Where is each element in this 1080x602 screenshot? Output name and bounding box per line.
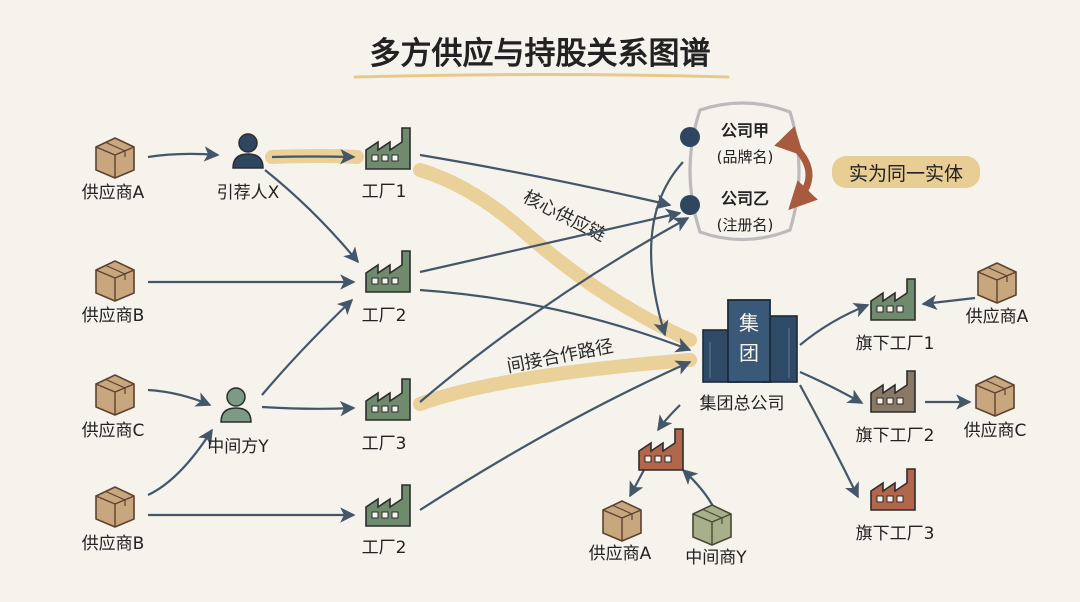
sub-factory-node (870, 370, 916, 413)
factory-label: 工厂1 (362, 182, 407, 202)
supplier-label: 供应商B (82, 534, 145, 554)
bottom-supplier-node (602, 500, 642, 542)
factory-icon (870, 370, 916, 413)
hq-label: 集团总公司 (700, 394, 785, 414)
same-entity-group: 公司甲 (品牌名) 公司乙 (注册名) 实为同一实体 (680, 101, 980, 242)
company-a-note: (品牌名) (717, 148, 774, 166)
bottom-supplier-label: 供应商A (589, 544, 652, 564)
person-icon (232, 133, 264, 169)
supplier-label: 供应商A (82, 183, 145, 203)
box-icon (95, 137, 135, 179)
bottom-middleman-label: 中间商Y (685, 548, 747, 568)
factory-label: 工厂2 (362, 538, 407, 558)
intermediary-node (220, 387, 252, 423)
sub-supplier-node (977, 262, 1017, 304)
company-b-note: (注册名) (717, 216, 774, 234)
factory-node (365, 250, 411, 293)
sub-factory-label: 旗下工厂2 (856, 426, 935, 446)
factory-icon (870, 468, 916, 511)
left-suppliers: 供应商A 供应商B 供应商C 供应商B (82, 137, 145, 554)
supplier-label: 供应商C (82, 421, 145, 441)
factory-node (365, 378, 411, 421)
box-icon (975, 375, 1015, 417)
left-factories: 工厂1 工厂2 工厂3 工厂2 (362, 127, 411, 558)
sub-factory-node (870, 278, 916, 321)
sub-supplier-label: 供应商C (964, 421, 1027, 441)
box-icon (95, 486, 135, 528)
factory-icon (365, 250, 411, 293)
sub-factory-label: 旗下工厂1 (856, 334, 935, 354)
sub-supplier-label: 供应商A (966, 307, 1029, 327)
page-title: 多方供应与持股关系图谱 (370, 36, 711, 72)
box-icon (602, 500, 642, 542)
building-char: 集 (739, 311, 759, 335)
factory-icon (365, 484, 411, 527)
core-chain-highlight (265, 149, 697, 347)
swap-arrow (774, 126, 818, 211)
sub-factory-label: 旗下工厂3 (856, 524, 935, 544)
company-a-dot (680, 127, 700, 147)
factory-node (365, 484, 411, 527)
sub-factory-node (870, 468, 916, 511)
referrer-label: 引荐人X (217, 183, 280, 203)
intermediary-label: 中间方Y (207, 437, 269, 457)
supplier-node (95, 374, 135, 416)
box-icon (977, 262, 1017, 304)
bottom-middleman-node (692, 504, 732, 546)
company-a-name: 公司甲 (721, 121, 769, 140)
same-entity-label: 实为同一实体 (849, 163, 963, 185)
factory-icon (870, 278, 916, 321)
factory-icon (365, 127, 411, 170)
supplier-label: 供应商B (82, 306, 145, 326)
person-icon (220, 387, 252, 423)
entity-ring (688, 101, 801, 242)
supplier-node (95, 137, 135, 179)
factory-icon (638, 428, 684, 471)
building-char: 团 (739, 341, 759, 365)
referrer-node (232, 133, 264, 169)
sub-supplier-node (975, 375, 1015, 417)
group-hq-building: 集 团 (702, 299, 798, 383)
bottom-factory-node (638, 428, 684, 471)
supplier-node (95, 486, 135, 528)
box-icon (692, 504, 732, 546)
factory-label: 工厂3 (362, 434, 407, 454)
factory-icon (365, 378, 411, 421)
factory-label: 工厂2 (362, 306, 407, 326)
supplier-node (95, 260, 135, 302)
title-underline (353, 73, 730, 79)
company-b-name: 公司乙 (721, 189, 769, 208)
connection-arrows (147, 146, 976, 523)
factory-node (365, 127, 411, 170)
box-icon (95, 260, 135, 302)
indirect-path-highlight (413, 353, 697, 411)
box-icon (95, 374, 135, 416)
company-b-dot (680, 195, 700, 215)
same-entity-highlight (832, 156, 980, 188)
